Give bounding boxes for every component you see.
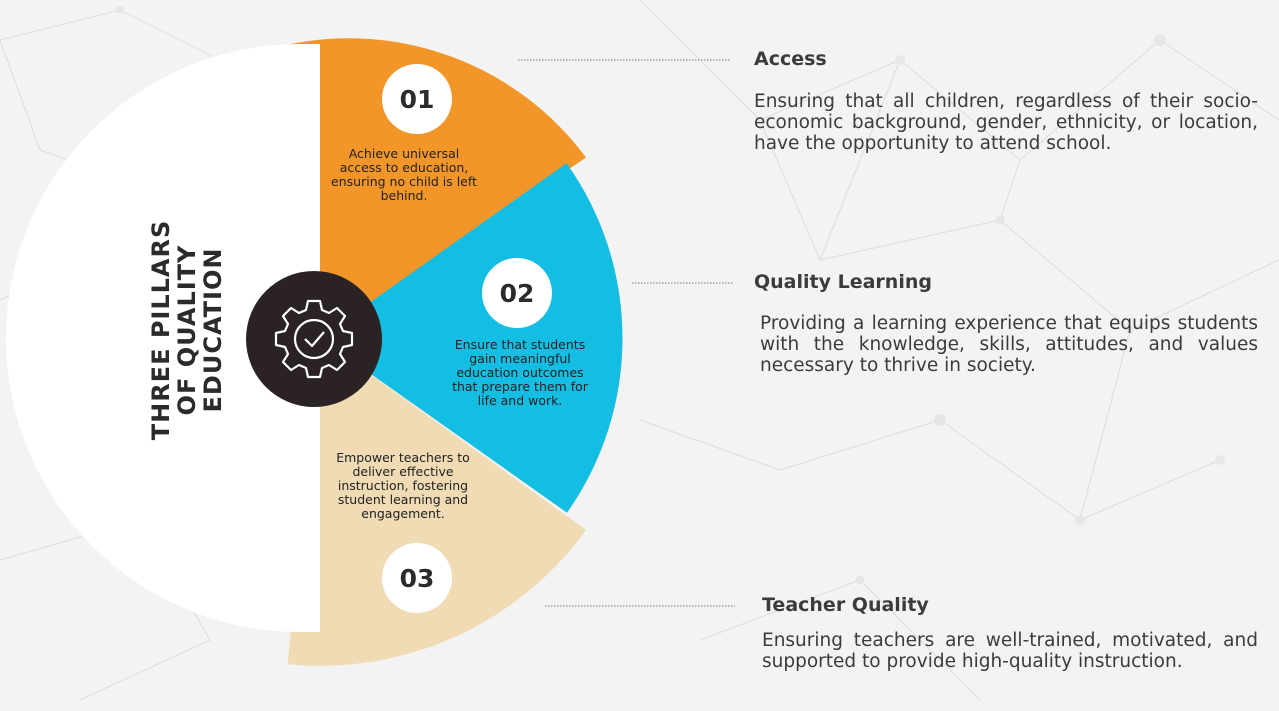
- page-title: THREE PILLARS OF QUALITY EDUCATION: [147, 219, 227, 441]
- pillar-3-heading: Teacher Quality: [762, 594, 929, 616]
- pillar-1-description: Ensuring that all children, regardless o…: [754, 91, 1258, 154]
- pillar-2-heading: Quality Learning: [754, 271, 932, 293]
- pillar-3-number: 03: [382, 543, 452, 613]
- pillar-1-heading: Access: [754, 48, 827, 70]
- pillar-2-number: 02: [482, 258, 552, 328]
- pillar-1-summary: Achieve universal access to education, e…: [331, 146, 477, 203]
- pillar-1-number: 01: [382, 64, 452, 134]
- center-hub: [246, 271, 382, 407]
- pillar-1-sector: [287, 38, 586, 338]
- gear-check-icon: [274, 299, 354, 379]
- pillar-2-sector: [320, 163, 623, 513]
- pillar-2-description: Providing a learning experience that equ…: [760, 313, 1258, 376]
- pillar-2-summary: Ensure that students gain meaningful edu…: [452, 337, 588, 408]
- pillar-3-sector: [287, 338, 586, 666]
- pillar-3-description: Ensuring teachers are well-trained, moti…: [762, 630, 1258, 672]
- pillar-3-summary: Empower teachers to deliver effective in…: [336, 450, 470, 521]
